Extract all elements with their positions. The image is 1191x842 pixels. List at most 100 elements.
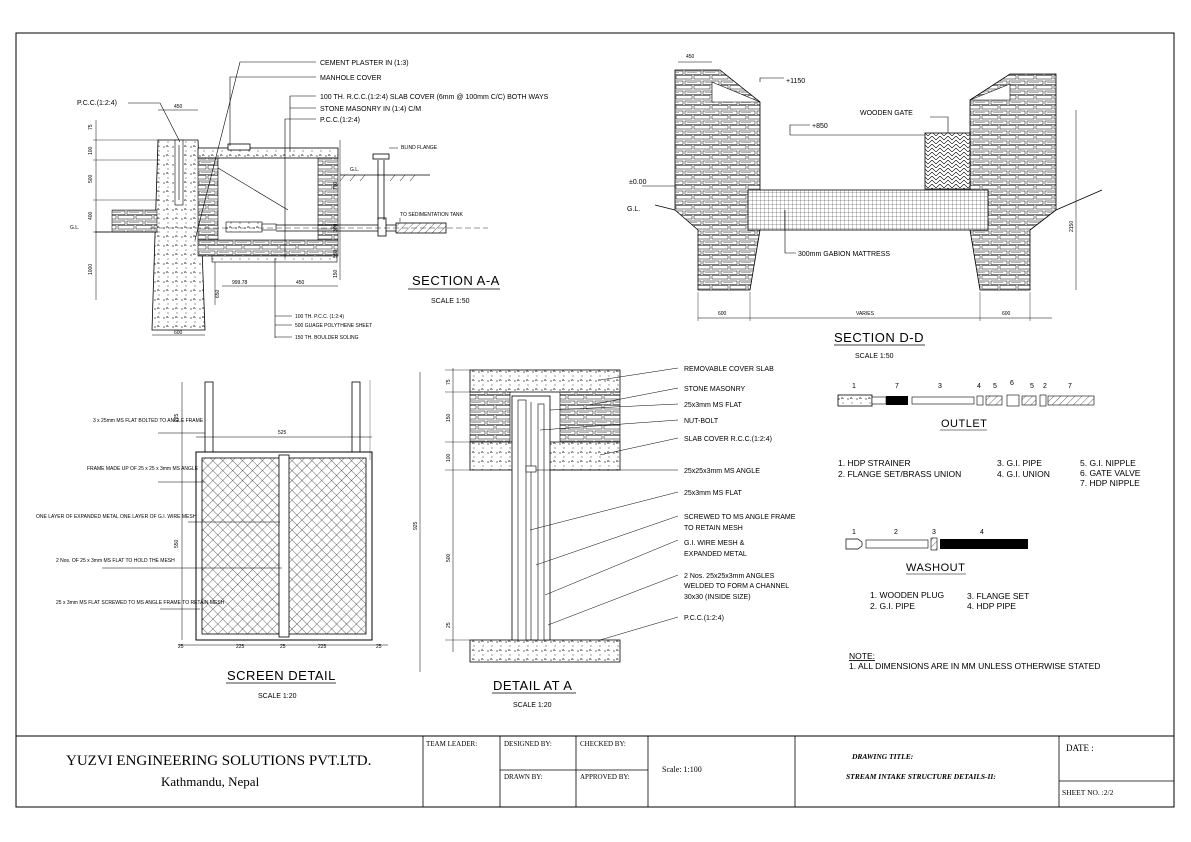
outlet-num-4: 4 [977,383,981,390]
aa-bottom-1: 100 TH. P.C.C. (1:2:4) [295,314,344,320]
screen-dim-b25c: 25 [376,644,382,650]
note-text: 1. ALL DIMENSIONS ARE IN MM UNLESS OTHER… [849,661,1100,671]
dd-lvl-000: ±0.00 [629,179,647,186]
outlet-num-5: 5 [993,383,997,390]
washout-legend-1: 1. WOODEN PLUG [870,590,944,600]
a-dim-150: 150 [446,413,452,422]
a-dim-500: 500 [446,553,452,562]
detail-a: REMOVABLE COVER SLAB STONE MASONRY 25x3m… [413,366,796,709]
outlet-legend-7: 7. HDP NIPPLE [1080,478,1140,488]
a-label-5: SLAB COVER R.C.C.(1:2:4) [684,436,772,443]
sheet-border [15,32,1175,808]
outlet-num-3: 3 [938,383,942,390]
dd-gabion: 300mm GABION MATTRESS [798,251,890,258]
outlet-legend-6: 6. GATE VALVE [1080,468,1141,478]
aa-dim-bottom-b: 450 [296,280,305,286]
dd-gl: G.L. [627,206,640,213]
washout-title: WASHOUT [906,562,965,574]
aa-dim-400: 400 [88,211,94,220]
screen-dim-225: 225 [174,413,180,422]
a-label-12: 2 Nos. 25x25x3mm ANGLES [684,573,775,580]
a-label-13: WELDED TO FORM A CHANNEL [684,583,789,590]
dd-wooden-gate: WOODEN GATE [860,110,913,117]
outlet-num-8: 2 [1043,383,1047,390]
washout-legend-4: 4. HDP PIPE [967,601,1016,611]
screen-dim-top: 525 [278,430,287,436]
aa-bottom-2: 500 GUAGE POLYTHENE SHEET [295,323,372,329]
outlet-legend-5: 5. G.I. NIPPLE [1080,458,1136,468]
drawn-by-label: DRAWN BY: [504,773,543,781]
screen-dim-b25b: 25 [280,644,286,650]
aa-dim-top: 450 [174,104,183,110]
aa-dim-75: 75 [88,124,94,130]
outlet-num-1: 1 [852,383,856,390]
checked-by-label: CHECKED BY: [580,740,626,748]
a-label-7: 25x3mm MS FLAT [684,490,743,497]
a-label-11: EXPANDED METAL [684,551,747,558]
a-label-14: 30x30 (INSIDE SIZE) [684,594,751,601]
aa-gl-right: G.L. [350,167,359,173]
note-heading: NOTE: [849,651,875,661]
a-label-4: NUT-BOLT [684,418,719,425]
a-label-1: REMOVABLE COVER SLAB [684,366,774,373]
aa-label-1: CEMENT PLASTER IN (1:3) [320,60,409,67]
aa-dim-550: 550 [333,249,339,258]
dd-dim-right: 600 [1002,311,1011,317]
dd-dim-left: 600 [718,311,727,317]
drawing-title-label: DRAWING TITLE: [851,752,913,761]
dd-title: SECTION D-D [834,330,924,345]
aa-blind-flange: BLIND FLANGE [401,145,438,151]
aa-dim-1000: 1000 [88,264,94,275]
designed-by-label: DESIGNED BY: [504,740,552,748]
aa-dim-700: 700 [333,181,339,190]
washout-legend-3: 3. FLANGE SET [967,591,1029,601]
a-label-8: SCREWED TO MS ANGLE FRAME [684,514,796,521]
outlet-legend-3: 3. G.I. PIPE [997,458,1042,468]
aa-dim-100: 100 [88,146,94,155]
aa-gl-left: G.L. [70,225,79,231]
outlet-legend-4: 4. G.I. UNION [997,469,1050,479]
aa-dim-500: 500 [88,174,94,183]
screen-detail: 3 x 25mm MS FLAT BOLTED TO ANGLE FRAME F… [36,380,388,700]
a-label-3: 25x3mm MS FLAT [684,402,743,409]
aa-scale: SCALE 1:50 [431,298,470,305]
washout-num-2: 2 [894,529,898,536]
dd-dim-height: 2150 [1069,221,1075,232]
washout: 1 2 3 4 WASHOUT 1. WOODEN PLUG 2. G.I. P… [845,529,1029,611]
washout-num-4: 4 [980,529,984,536]
outlet-num-6: 6 [1010,380,1014,387]
aa-label-3: 100 TH. R.C.C.(1:2:4) SLAB COVER (6mm @ … [320,94,549,101]
aa-dim-overall: 600 [174,330,183,336]
screen-dim-550: 550 [174,539,180,548]
screen-label-5: 25 x 3mm MS FLAT SCREWED TO MS ANGLE FRA… [56,600,225,606]
a-label-2: STONE MASONRY [684,386,746,393]
outlet: 1 7 3 4 5 6 5 2 7 OUTLET 1. HDP STRAINER… [837,380,1141,488]
a-title: DETAIL AT A [493,678,572,693]
dd-dim-top: 450 [686,54,695,60]
aa-bottom-3: 150 TH. BOULDER SOLING [295,335,359,341]
aa-label-2: MANHOLE COVER [320,75,381,82]
company-location: Kathmandu, Nepal [161,774,260,789]
aa-left-label: P.C.C.(1:2:4) [77,100,117,107]
a-dim-100: 100 [446,453,452,462]
dd-lvl-850: +850 [812,123,828,130]
dd-dim-mid: VARIES [856,311,875,317]
screen-dim-b225a: 225 [236,644,245,650]
a-label-9: TO RETAIN MESH [684,525,743,532]
aa-label-4: STONE MASONRY IN (1:4) C/M [320,106,421,113]
outlet-num-2: 7 [895,383,899,390]
aa-dim-650: 650 [215,289,221,298]
screen-dim-b25a: 25 [178,644,184,650]
scale-text: Scale: 1:100 [662,765,702,774]
screen-label-4: 2 Nos. OF 25 x 3mm MS FLAT TO HOLD THE M… [56,558,175,564]
sheet-no: SHEET NO. :2/2 [1062,788,1114,797]
screen-scale: SCALE 1:20 [258,693,297,700]
aa-dim-300: 300 [333,223,339,232]
a-dim-75: 75 [446,379,452,385]
screen-title: SCREEN DETAIL [227,668,336,683]
washout-num-1: 1 [852,529,856,536]
screen-dim-b225b: 225 [318,644,327,650]
a-label-10: G.I. WIRE MESH & [684,540,745,547]
screen-label-2: FRAME MADE UP OF 25 x 25 x 3mm MS ANGLE [87,466,199,472]
